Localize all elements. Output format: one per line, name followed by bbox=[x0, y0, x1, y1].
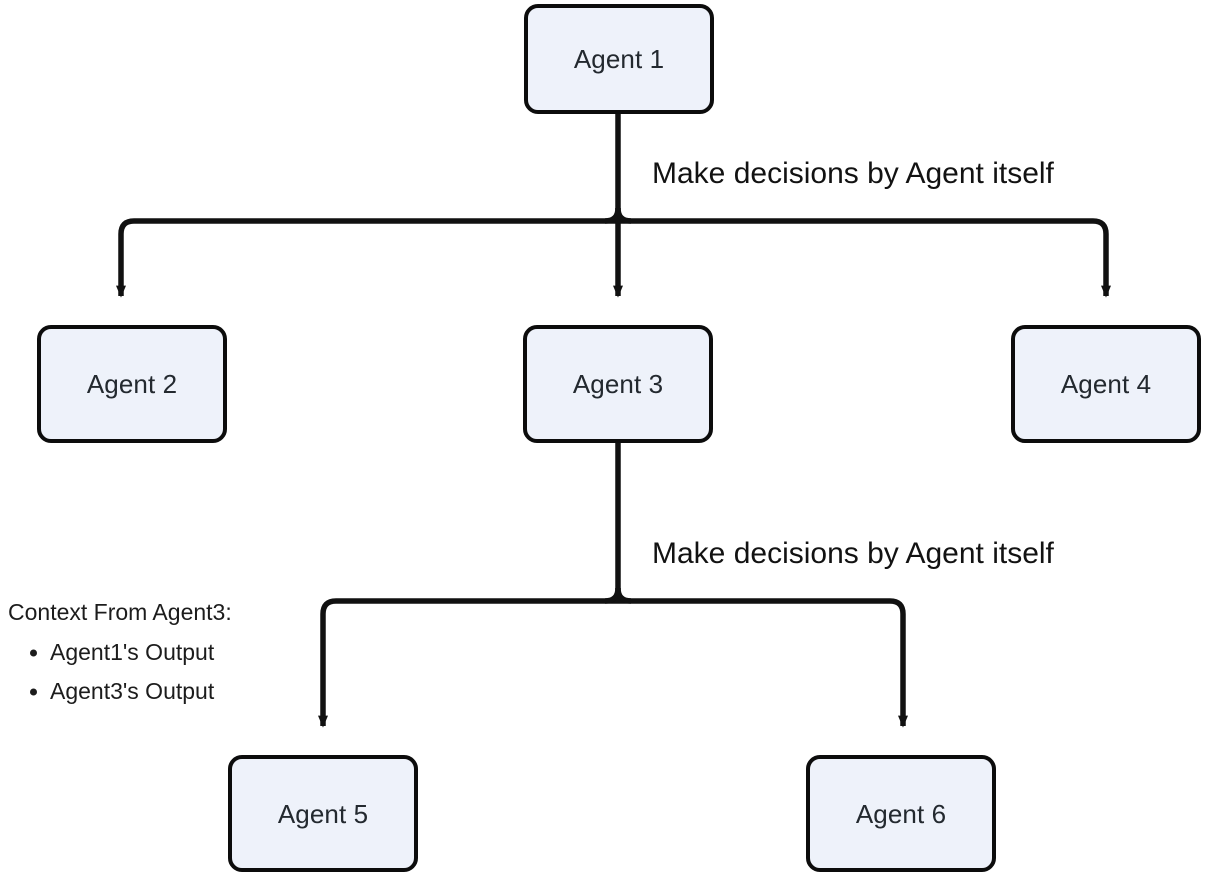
edge-label-bottom: Make decisions by Agent itself bbox=[648, 537, 1058, 571]
node-agent-6[interactable]: Agent 6 bbox=[806, 755, 996, 872]
edge-junction-top-right bbox=[615, 207, 632, 224]
edge-agent3-to-agent5 bbox=[318, 598, 618, 728]
node-agent-1-label: Agent 1 bbox=[573, 44, 665, 74]
context-note-list: Agent1's Output Agent3's Output bbox=[8, 633, 308, 712]
node-agent-5[interactable]: Agent 5 bbox=[228, 755, 418, 872]
edge-label-top: Make decisions by Agent itself bbox=[648, 157, 1058, 191]
node-agent-4-label: Agent 4 bbox=[1060, 369, 1152, 399]
edge-junction-bottom-right bbox=[615, 587, 632, 604]
node-agent-2-label: Agent 2 bbox=[86, 369, 178, 399]
node-agent-5-label: Agent 5 bbox=[277, 798, 369, 829]
edge-agent3-to-agent6 bbox=[618, 598, 908, 728]
node-agent-1[interactable]: Agent 1 bbox=[524, 4, 714, 114]
node-agent-4[interactable]: Agent 4 bbox=[1011, 325, 1201, 443]
node-agent-3-label: Agent 3 bbox=[572, 369, 664, 399]
node-agent-3[interactable]: Agent 3 bbox=[523, 325, 713, 443]
context-note-item: Agent3's Output bbox=[8, 672, 308, 712]
edge-agent1-to-agent2 bbox=[116, 218, 618, 298]
edge-agent1-to-agent4 bbox=[618, 218, 1111, 298]
node-agent-2[interactable]: Agent 2 bbox=[37, 325, 227, 443]
context-note-item: Agent1's Output bbox=[8, 633, 308, 673]
context-note: Context From Agent3: Agent1's Output Age… bbox=[8, 598, 308, 712]
node-agent-6-label: Agent 6 bbox=[855, 798, 947, 829]
context-note-title: Context From Agent3: bbox=[8, 599, 232, 625]
